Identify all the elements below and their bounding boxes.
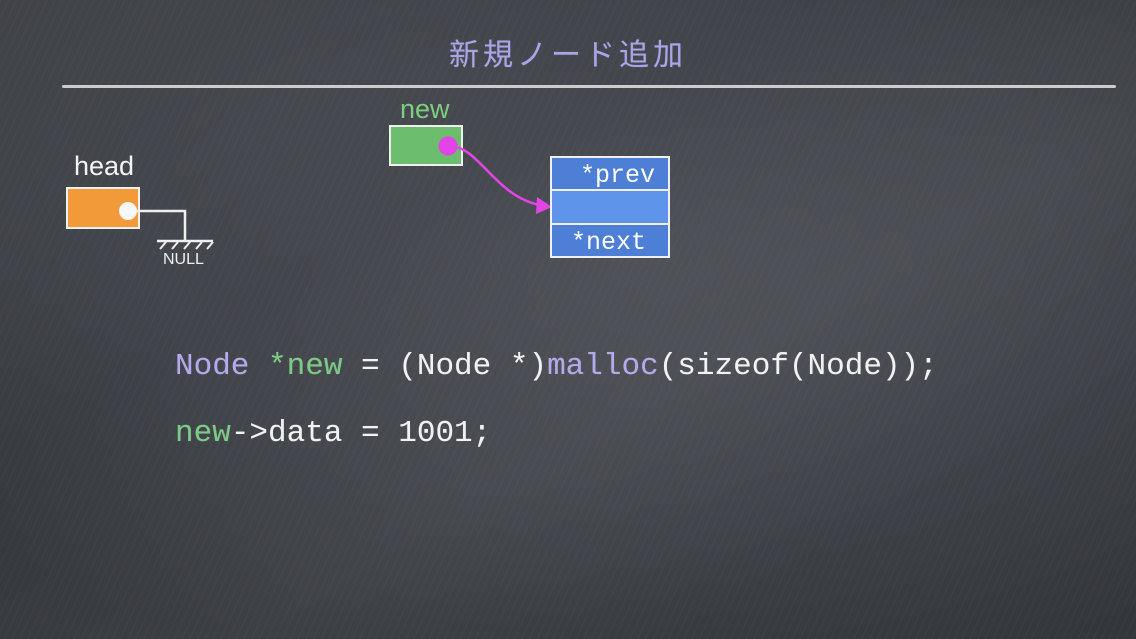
- code-token-variable: *new: [268, 349, 343, 384]
- code-token-assignment: ->data = 1001;: [230, 416, 492, 451]
- code-token-cast: = (Node *): [342, 349, 548, 384]
- next-field: [551, 224, 669, 257]
- head-pointer-dot: [119, 202, 137, 220]
- code-line-malloc: Node *new = (Node *)malloc(sizeof(Node))…: [175, 349, 938, 385]
- data-field: [551, 190, 669, 224]
- prev-field: [551, 157, 669, 190]
- head-pointer: head NULL: [66, 151, 214, 268]
- new-to-node-arrow: [447, 144, 541, 207]
- code-token-args: (sizeof(Node));: [658, 349, 938, 384]
- slide-title: 新規ノード追加: [449, 38, 687, 73]
- field-dividers: [551, 189, 669, 225]
- list-node: *prev *next: [550, 156, 670, 258]
- code-token-function: malloc: [547, 349, 659, 384]
- node-outline: [550, 156, 670, 258]
- code-token-type: Node: [175, 349, 269, 384]
- head-label: head: [74, 151, 134, 181]
- head-null-link: [128, 209, 187, 241]
- null-ground-hatch: [159, 241, 214, 250]
- code-line-assign-data: new->data = 1001;: [175, 416, 491, 452]
- new-pointer-dot: [438, 136, 458, 156]
- title-divider: [62, 85, 1116, 88]
- next-field-label: *next: [571, 228, 646, 257]
- new-label: new: [400, 94, 450, 124]
- arrowhead-icon: [536, 197, 552, 214]
- new-pointer: new: [389, 94, 552, 214]
- code-token-variable: new: [175, 416, 231, 451]
- prev-field-label: *prev: [580, 161, 655, 190]
- null-label: NULL: [163, 251, 204, 268]
